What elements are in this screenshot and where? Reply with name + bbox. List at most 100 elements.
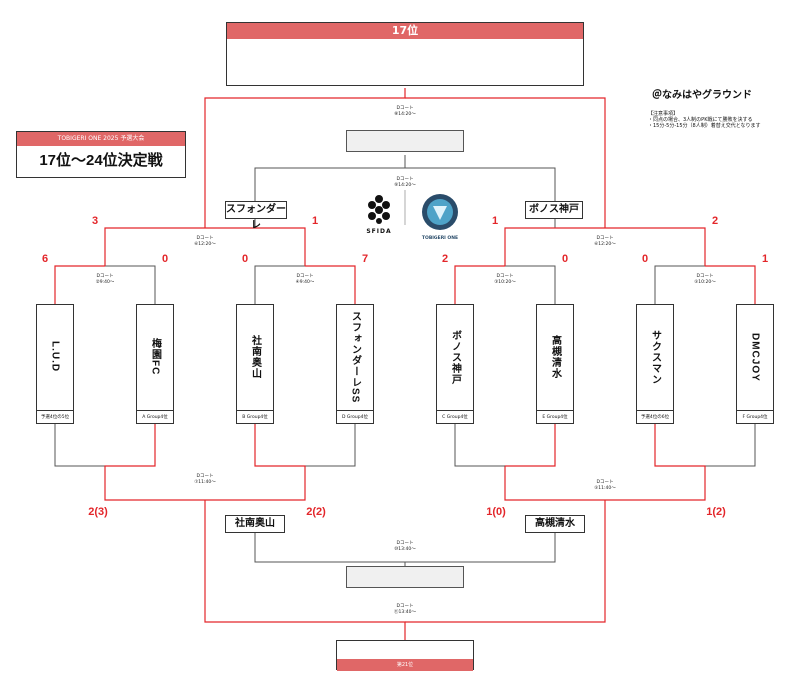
match-time: ④9:40〜: [295, 280, 315, 285]
match-time: ⑤10:20〜: [694, 280, 716, 285]
bottom-place-title: 第21位: [337, 659, 473, 671]
match-court: Dコート: [196, 236, 214, 241]
match-court: Dコート: [396, 177, 414, 182]
score: 1(0): [486, 506, 506, 518]
tobigeri-logo: TOBIGERI ONE: [418, 192, 462, 241]
team-name: 梅園FC: [149, 338, 161, 376]
score: 0: [241, 253, 249, 265]
team-seed: B Group4位: [236, 410, 274, 424]
match-court: Dコート: [596, 480, 614, 485]
match-time: ⑪13:40〜: [394, 610, 416, 615]
team-seed: 予選4位の5位: [36, 410, 74, 424]
score: 2: [711, 215, 719, 227]
team-box: サクスマン予選4位の6位: [636, 304, 674, 424]
team-box: ボノス神戸 C Group4位: [436, 304, 474, 424]
team-box: スフォンダーレSS D Group4位: [336, 304, 374, 424]
team-name: 社南奥山: [249, 335, 261, 379]
team-name: ボノス神戸: [449, 329, 461, 385]
event-title-box: TOBIGERI ONE 2025 予選大会 17位〜24位決定戦: [16, 131, 186, 178]
score: 2: [441, 253, 449, 265]
match-time: ③10:20〜: [494, 280, 516, 285]
match-time: ②9:40〜: [95, 280, 115, 285]
team-name: スフォンダーレSS: [349, 310, 361, 404]
score: 2(3): [88, 506, 108, 518]
match-court: Dコート: [496, 274, 514, 279]
team-name: 高槻清水: [549, 335, 561, 379]
top-place-title: 17位: [227, 23, 583, 39]
team-seed: F Group4位: [736, 410, 774, 424]
winner-box-sf-right: 高槻清水: [525, 515, 585, 533]
score: 3: [91, 215, 99, 227]
sfida-text: SFIDA: [366, 228, 392, 235]
match-court: Dコート: [296, 274, 314, 279]
match-court: Dコート: [96, 274, 114, 279]
team-seed: E Group4位: [536, 410, 574, 424]
tobigeri-text: TOBIGERI ONE: [421, 236, 459, 241]
winner-box-sf-left: 社南奥山: [225, 515, 285, 533]
notes-line-1: ・同点の場合、3人制のPK戦にて勝敗を決する: [648, 117, 753, 123]
match-court: Dコート: [396, 604, 414, 609]
score: 1: [761, 253, 769, 265]
team-seed: D Group4位: [336, 410, 374, 424]
sfida-mark-icon: [368, 195, 390, 224]
score: 0: [561, 253, 569, 265]
team-box: L.U.D 予選4位の5位: [36, 304, 74, 424]
placement-box-upper: [346, 130, 464, 152]
match-time: ⑩13:40〜: [394, 547, 416, 552]
team-box: 社南奥山 B Group4位: [236, 304, 274, 424]
event-banner: TOBIGERI ONE 2025 予選大会: [17, 132, 185, 146]
score: 1: [311, 215, 319, 227]
team-box: 梅園FC A Group4位: [136, 304, 174, 424]
bottom-place-box: 第21位: [336, 640, 474, 671]
team-box: 高槻清水 E Group4位: [536, 304, 574, 424]
team-seed: C Group4位: [436, 410, 474, 424]
match-time: ⑦11:40〜: [194, 480, 216, 485]
venue-label: ＠なみはやグラウンド: [652, 90, 752, 101]
match-court: Dコート: [196, 474, 214, 479]
team-name: DMCJOY: [749, 332, 761, 382]
placement-box-lower: [346, 566, 464, 588]
notes: 【注意事項】 ・同点の場合、3人制のPK戦にて勝敗を決する ・15分-5分-15…: [648, 111, 796, 129]
tobigeri-emblem-icon: [422, 194, 458, 230]
match-time: ⑧14:20〜: [394, 112, 416, 117]
sfida-logo: SFIDA: [362, 194, 396, 236]
team-name: L.U.D: [49, 341, 61, 373]
team-seed: A Group4位: [136, 410, 174, 424]
team-box: DMCJOY F Group4位: [736, 304, 774, 424]
match-court: Dコート: [396, 541, 414, 546]
score: 6: [41, 253, 49, 265]
match-court: Dコート: [696, 274, 714, 279]
event-title: 17位〜24位決定戦: [39, 152, 163, 169]
match-time: ⑥12:20〜: [194, 242, 216, 247]
score: 7: [361, 253, 369, 265]
winner-box-qf-right: ボノス神戸: [525, 201, 583, 219]
score: 1(2): [706, 506, 726, 518]
top-place-box: 17位: [226, 22, 584, 86]
team-name: サクスマン: [649, 329, 661, 385]
match-court: Dコート: [396, 106, 414, 111]
score: 1: [491, 215, 499, 227]
match-time: ⑥12:20〜: [594, 242, 616, 247]
match-time: ⑨14:20〜: [394, 183, 416, 188]
team-seed: 予選4位の6位: [636, 410, 674, 424]
score: 0: [161, 253, 169, 265]
notes-heading: 【注意事項】: [648, 111, 679, 117]
notes-line-2: ・15分-5分-15分（8人制）着替え交代となります: [648, 123, 761, 129]
match-court: Dコート: [596, 236, 614, 241]
match-time: ⑤11:40〜: [594, 486, 616, 491]
score: 0: [641, 253, 649, 265]
score: 2(2): [306, 506, 326, 518]
